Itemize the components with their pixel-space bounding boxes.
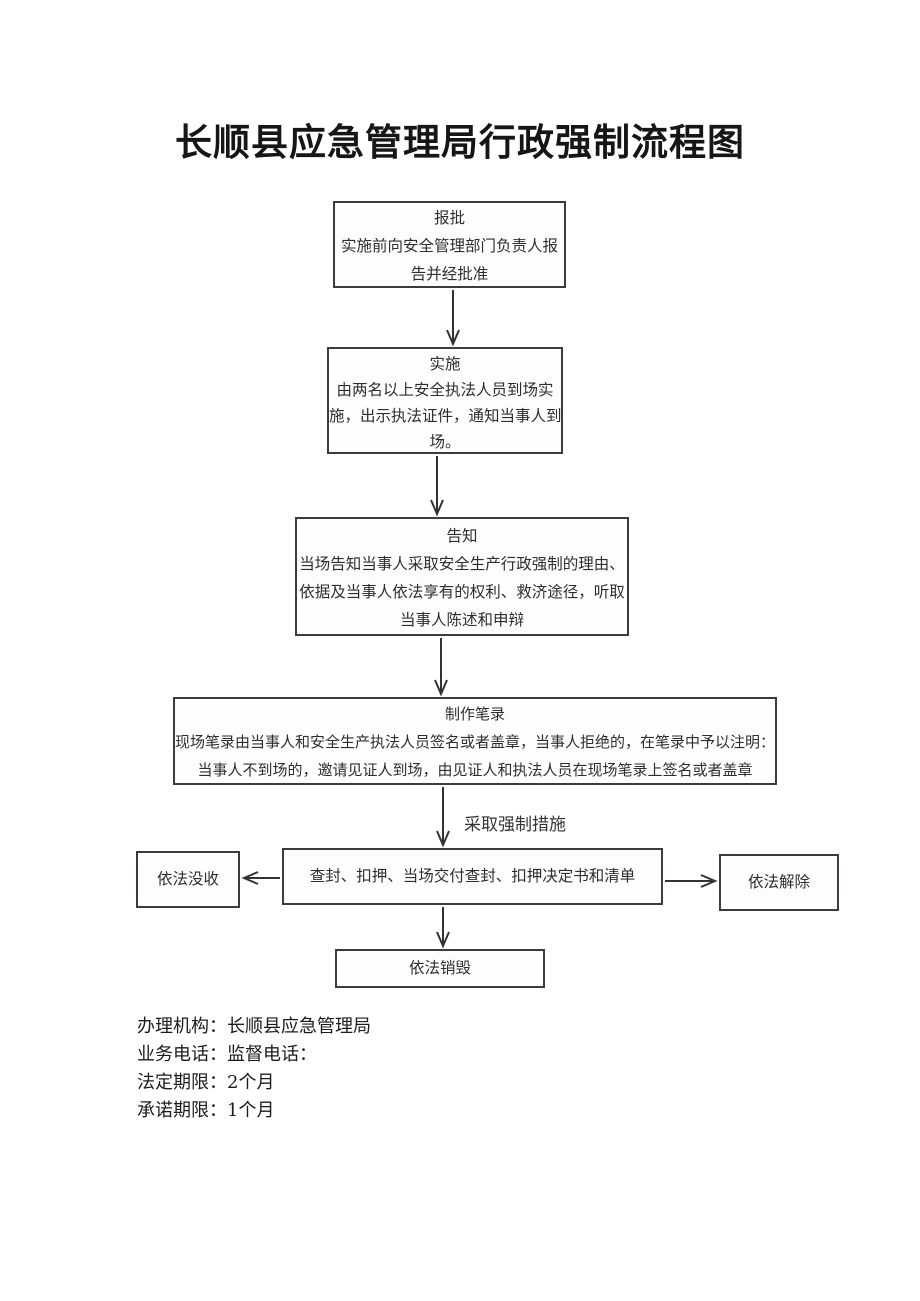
page-title: 长顺县应急管理局行政强制流程图: [175, 122, 745, 163]
box-text-line: 依法没收: [156, 870, 219, 888]
box-text-line: 施，出示执法证件，通知当事人到: [329, 407, 562, 425]
footer-info: 办理机构：长顺县应急管理局 业务电话：监督电话： 法定期限：2个月 承诺期限：1…: [137, 1013, 371, 1125]
box-text-line: 由两名以上安全执法人员到场实: [336, 381, 554, 399]
box-text-line: 查封、扣押、当场交付查封、扣押决定书和清单: [309, 867, 636, 885]
flow-box-confiscate: 依法没收: [136, 851, 240, 908]
flow-box-report-approval: 报批 实施前向安全管理部门负责人报 告并经批准: [333, 201, 566, 288]
flow-box-release: 依法解除: [719, 854, 839, 911]
footer-promised-period: 承诺期限：1个月: [137, 1100, 275, 1121]
box-heading: 报批: [433, 209, 465, 227]
box-heading: 制作笔录: [444, 705, 505, 723]
box-text-line: 当事人不到场的，邀请见证人到场，由见证人和执法人员在现场笔录上签名或者盖章: [197, 761, 753, 779]
flow-box-notification: 告知 当场告知当事人采取安全生产行政强制的理由、 依据及当事人依法享有的权利、救…: [295, 517, 629, 636]
box-heading: 实施: [429, 355, 461, 373]
footer-agency: 办理机构：长顺县应急管理局: [137, 1016, 371, 1037]
box-text-line: 实施前向安全管理部门负责人报: [340, 237, 558, 255]
flow-box-implementation: 实施 由两名以上安全执法人员到场实 施，出示执法证件，通知当事人到 场。: [327, 347, 563, 454]
box-text-line: 场。: [429, 433, 461, 451]
box-text-line: 依法销毁: [408, 959, 471, 977]
footer-statutory-period: 法定期限：2个月: [137, 1072, 275, 1093]
box-text-line: 现场笔录由当事人和安全生产执法人员签名或者盖章，当事人拒绝的，在笔录中予以注明：: [175, 733, 776, 751]
box-text-line: 依据及当事人依法享有的权利、救济途径，听取: [299, 583, 625, 601]
box-heading: 告知: [446, 527, 478, 545]
box-text-line: 当场告知当事人采取安全生产行政强制的理由、: [299, 555, 625, 573]
box-text-line: 告并经批准: [410, 265, 489, 283]
label-coercive-measures: 采取强制措施: [464, 815, 566, 835]
box-text-line: 依法解除: [747, 873, 810, 891]
flow-box-make-record: 制作笔录 现场笔录由当事人和安全生产执法人员签名或者盖章，当事人拒绝的，在笔录中…: [173, 697, 777, 785]
box-text-line: 当事人陈述和申辩: [399, 611, 524, 629]
flow-box-seal-detain: 查封、扣押、当场交付查封、扣押决定书和清单: [282, 848, 663, 905]
flow-box-destroy: 依法销毁: [335, 949, 545, 988]
footer-phone: 业务电话：监督电话：: [137, 1044, 317, 1065]
